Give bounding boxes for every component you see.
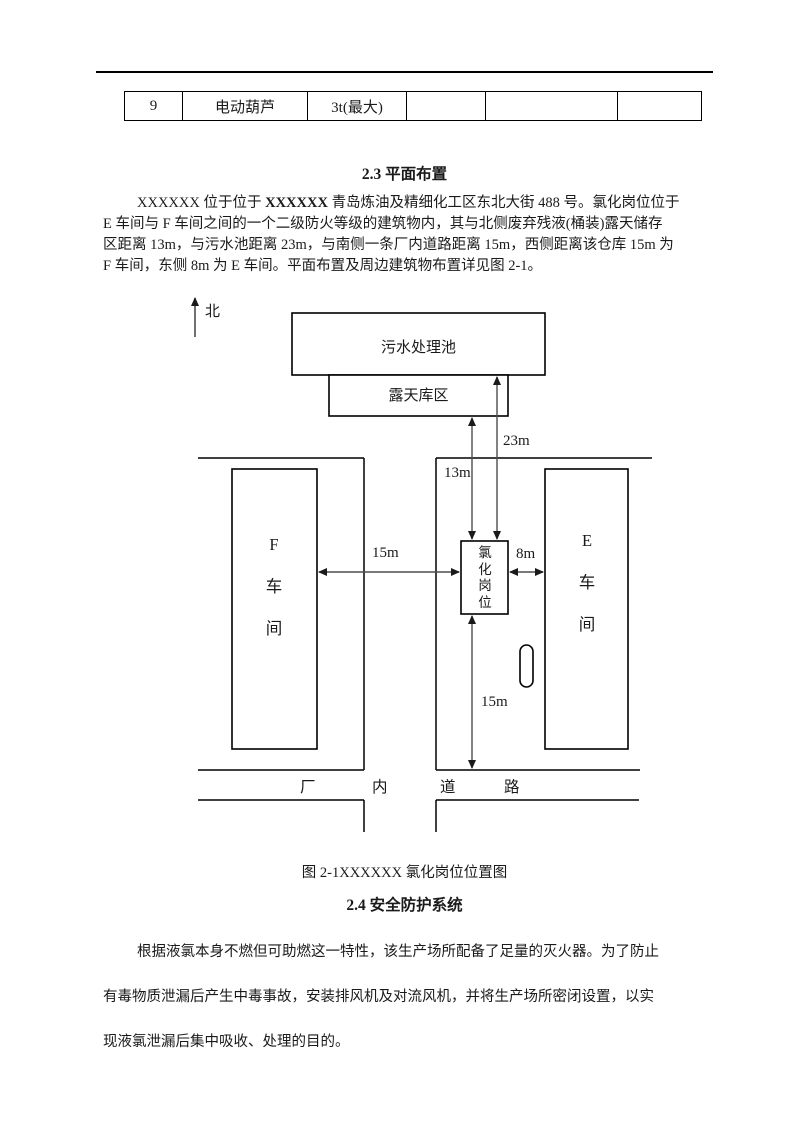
figure-caption: 图 2-1XXXXXX 氯化岗位位置图 (301, 865, 508, 881)
paragraph-2-3: XXXXXX 位于位于 XXXXXX 青岛炼油及精细化工区东北大街 488 号。… (103, 193, 723, 277)
yard-boundary-lines (198, 457, 652, 832)
table-cell-empty-1 (406, 91, 486, 121)
f-workshop-label: F 车 间 (254, 524, 294, 650)
road-label-char-2: 内 (372, 779, 388, 796)
chlorination-char-2: 化 (478, 561, 492, 577)
distance-label-8m: 8m (516, 546, 536, 562)
e-workshop-box (544, 468, 629, 750)
para-2-3-line-1: XXXXXX 位于位于 XXXXXX 青岛炼油及精细化工区东北大街 488 号。… (103, 193, 723, 214)
paragraph-2-4: 根据液氯本身不燃但可助燃这一特性，该生产场所配备了足量的灭火器。为了防止 有毒物… (103, 930, 723, 1065)
e-workshop-char-3: 间 (578, 615, 596, 634)
f-workshop-char-3: 间 (265, 619, 283, 638)
distance-label-15m-west: 15m (372, 545, 399, 561)
sewage-pool-label: 污水处理池 (380, 340, 456, 356)
chlorination-post-label: 氯 化 岗 位 (470, 545, 500, 611)
f-workshop-char-2: 车 (265, 577, 283, 596)
e-workshop-char-1: E (581, 531, 593, 550)
header-rule (96, 71, 713, 73)
f-workshop-char-1: F (269, 535, 279, 554)
para-2-3-line-3: 区距离 13m，与污水池距离 23m，与南侧一条厂内道路距离 15m，西侧距离该… (103, 237, 674, 253)
distance-label-23m: 23m (503, 433, 530, 449)
table-cell-empty-3 (617, 91, 702, 121)
para-2-4-line-2: 有毒物质泄漏后产生中毒事故，安装排风机及对流风机，并将生产场所密闭设置，以实 (103, 989, 654, 1005)
chlorination-post-box (460, 540, 509, 615)
para-2-3-line-4: F 车间，东侧 8m 为 E 车间。平面布置及周边建筑物布置详见图 2-1。 (103, 258, 543, 274)
equipment-table: 9 电动葫芦 3t(最大) (124, 91, 702, 121)
distance-label-15m-south: 15m (481, 694, 508, 710)
open-storage-label: 露天库区 (388, 388, 449, 404)
open-storage-box (328, 374, 509, 417)
capsule-shape (519, 644, 534, 688)
e-workshop-char-2: 车 (578, 573, 596, 592)
table-cell-capacity: 3t(最大) (307, 91, 407, 121)
e-workshop-label: E 车 间 (567, 520, 607, 646)
para-2-3-line-1-bold: XXXXXX (265, 195, 328, 211)
chlorination-char-1: 氯 (478, 545, 492, 560)
distance-label-13m: 13m (444, 465, 471, 481)
table-cell-empty-2 (485, 91, 618, 121)
table-cell-index: 9 (124, 91, 183, 121)
road-label-char-1: 厂 (300, 779, 316, 796)
para-2-4-line-1: 根据液氯本身不燃但可助燃这一特性，该生产场所配备了足量的灭火器。为了防止 (137, 944, 659, 960)
road-label-char-3: 道 (440, 779, 456, 796)
table-cell-equipment-name: 电动葫芦 (182, 91, 308, 121)
heading-2-3: 2.3 平面布置 (361, 166, 448, 183)
sewage-pool-box (291, 312, 546, 376)
para-2-4-line-3: 现液氯泄漏后集中吸收、处理的目的。 (103, 1034, 350, 1050)
distance-arrows (318, 376, 544, 769)
road-label-char-4: 路 (504, 779, 520, 796)
para-2-3-line-2: E 车间与 F 车间之间的一个二级防火等级的建筑物内，其与北侧废弃残液(桶装)露… (103, 216, 663, 232)
heading-2-4: 2.4 安全防护系统 (346, 897, 463, 914)
north-label: 北 (205, 304, 221, 320)
para-2-3-line-1-post: 青岛炼油及精细化工区东北大街 488 号。氯化岗位位于 (327, 195, 680, 211)
table-row: 9 电动葫芦 3t(最大) (124, 91, 702, 121)
chlorination-char-3: 岗 (478, 578, 492, 593)
chlorination-char-4: 位 (478, 594, 492, 610)
f-workshop-box (231, 468, 318, 750)
para-2-3-line-1-pre: XXXXXX 位于位于 (137, 195, 266, 211)
